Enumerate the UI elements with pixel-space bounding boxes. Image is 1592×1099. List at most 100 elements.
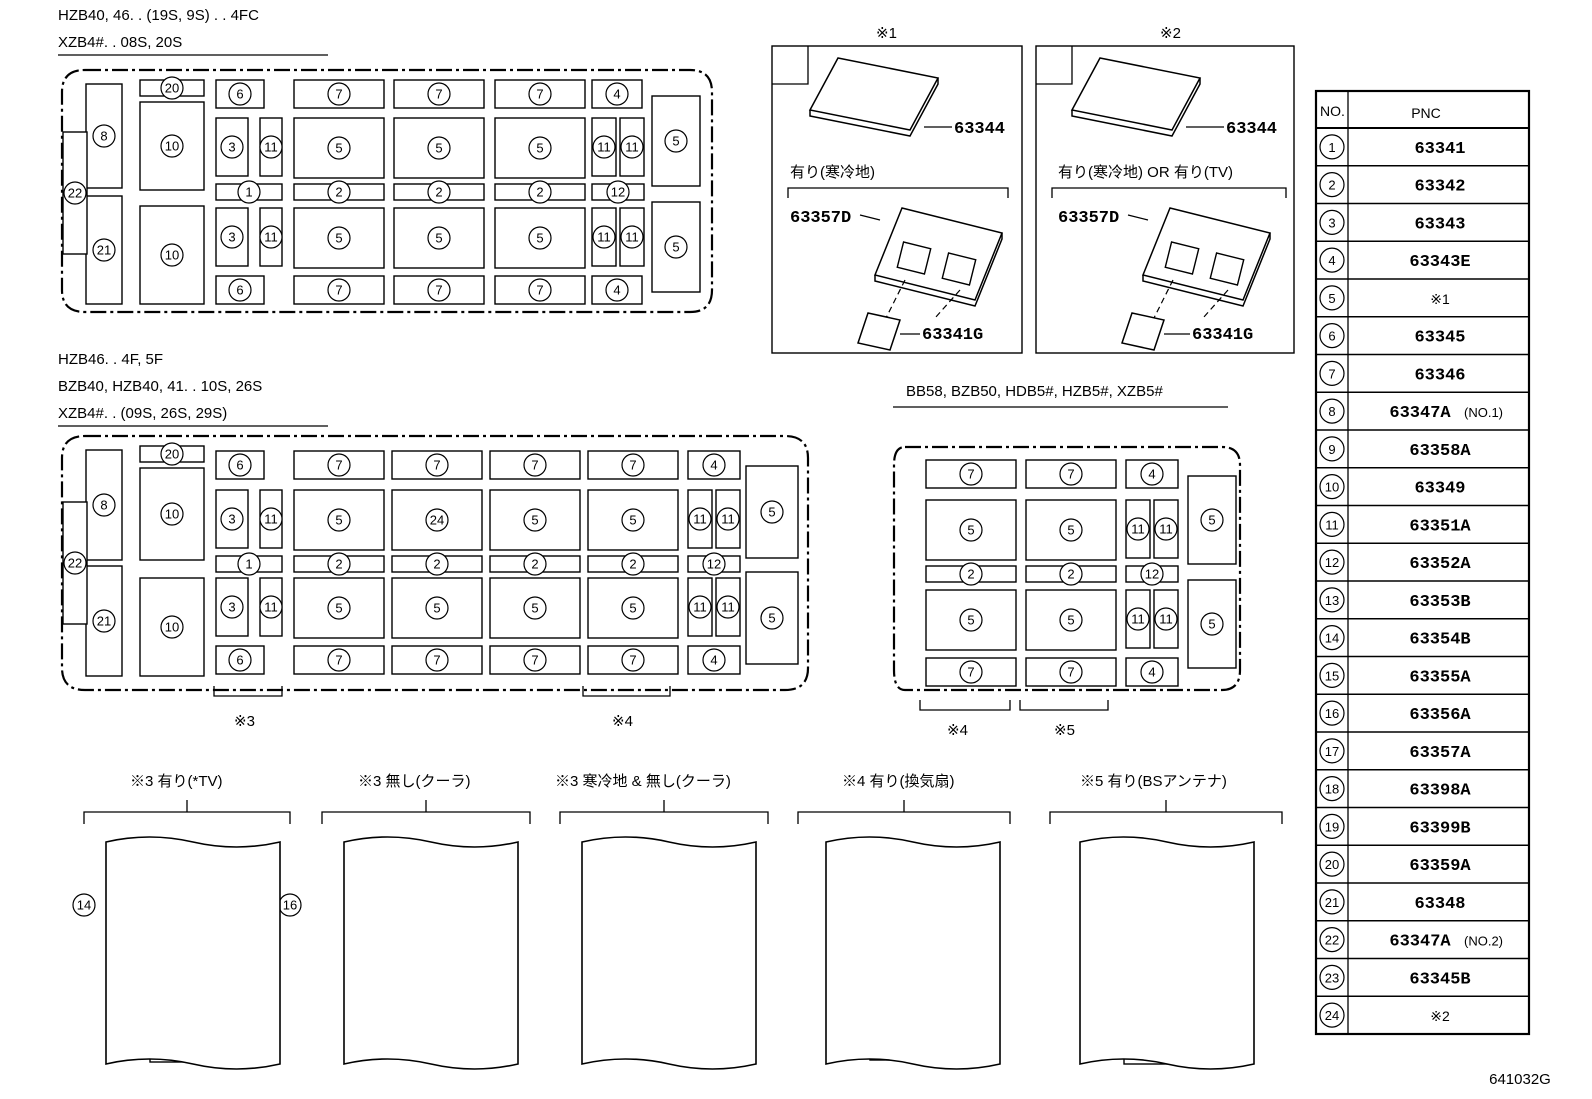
pnc-row-suffix: (NO.1)	[1464, 405, 1503, 420]
svg-text:4: 4	[1148, 665, 1155, 680]
svg-text:21: 21	[97, 614, 111, 629]
svg-text:3: 3	[228, 230, 235, 245]
svg-text:5: 5	[536, 231, 543, 246]
callout-7: 7	[621, 453, 645, 477]
callout-11: 11	[620, 135, 644, 159]
svg-text:7: 7	[335, 458, 342, 473]
callout-4: 4	[702, 648, 726, 672]
pnc-row-no-circle	[1319, 776, 1345, 802]
pnc-row-no-circle	[1319, 134, 1345, 160]
pnc-row-value: 63348	[1414, 895, 1465, 914]
svg-text:7: 7	[335, 653, 342, 668]
svg-text:2: 2	[335, 557, 342, 572]
callout-22: 22	[63, 551, 87, 575]
pnc-row: 5※1	[1316, 278, 1529, 311]
callout-2: 2	[1059, 562, 1083, 586]
svg-text:3: 3	[228, 600, 235, 615]
pnc-row-no-circle	[1319, 700, 1345, 726]
pnc-row-value: 63359A	[1409, 857, 1471, 876]
svg-text:5: 5	[967, 523, 974, 538]
panel-box	[85, 565, 123, 677]
variant-strip-2	[343, 836, 519, 1070]
pnc-row-no-circle	[1319, 436, 1345, 462]
callout-5: 5	[427, 136, 451, 160]
svg-text:7: 7	[536, 283, 543, 298]
callout-4: 4	[1140, 462, 1164, 486]
diagram-code: 641032G	[1489, 1071, 1551, 1088]
callout-11: 11	[259, 595, 283, 619]
svg-text:4: 4	[1148, 467, 1155, 482]
pnc-row-no: 10	[1325, 480, 1339, 495]
callout-10: 10	[160, 134, 184, 158]
callout-7: 7	[1059, 462, 1083, 486]
svg-text:2: 2	[1067, 567, 1074, 582]
svg-text:5: 5	[335, 141, 342, 156]
pnc-row-no-circle	[1319, 172, 1345, 198]
ref3-bracket: ※3	[213, 686, 283, 730]
variant-bracket-3	[559, 800, 769, 824]
pnc-row-no: 14	[1325, 631, 1339, 646]
svg-text:20: 20	[165, 81, 179, 96]
svg-text:6: 6	[236, 283, 243, 298]
callout-7: 7	[327, 453, 351, 477]
svg-text:5: 5	[629, 513, 636, 528]
svg-text:11: 11	[693, 600, 707, 615]
svg-text:11: 11	[693, 512, 707, 527]
layout1-caption-line1: HZB40, 46. . (19S, 9S) . . 4FC	[58, 7, 259, 24]
callout-21: 21	[92, 238, 116, 262]
callout-7: 7	[523, 453, 547, 477]
inset1-ref-label: ※1	[876, 25, 897, 42]
svg-text:4: 4	[710, 458, 717, 473]
callout-21: 21	[92, 609, 116, 633]
callout-7: 7	[959, 660, 983, 684]
svg-text:※4: ※4	[612, 713, 633, 730]
svg-text:7: 7	[1067, 467, 1074, 482]
callout-11: 11	[716, 595, 740, 619]
callout-7: 7	[327, 648, 351, 672]
svg-text:11: 11	[264, 600, 278, 615]
callout-8: 8	[92, 493, 116, 517]
svg-text:7: 7	[335, 87, 342, 102]
svg-text:7: 7	[629, 458, 636, 473]
svg-text:14: 14	[77, 898, 91, 913]
callout-5: 5	[528, 226, 552, 250]
svg-text:7: 7	[335, 283, 342, 298]
pnc-row-no: 7	[1328, 366, 1335, 381]
svg-text:5: 5	[1067, 613, 1074, 628]
callout-5: 5	[760, 500, 784, 524]
callout-8: 8	[92, 124, 116, 148]
svg-text:2: 2	[536, 185, 543, 200]
pnc-row-value: 63347A	[1389, 933, 1451, 952]
callout-2: 2	[327, 552, 351, 576]
callout-5: 5	[327, 136, 351, 160]
callout-3: 3	[220, 135, 244, 159]
pnc-row-value: 63343	[1414, 215, 1465, 234]
svg-text:11: 11	[1131, 612, 1145, 627]
pnc-row-no-circle	[1319, 474, 1345, 500]
pnc-table-header-no: NO.	[1320, 103, 1345, 119]
variant-strip-5	[1079, 836, 1255, 1070]
pnc-row-no: 15	[1325, 668, 1339, 683]
callout-5: 5	[621, 508, 645, 532]
callout-5: 5	[1200, 612, 1224, 636]
pnc-row-no: 3	[1328, 215, 1335, 230]
pnc-row-no: 23	[1325, 970, 1339, 985]
pnc-row-no-circle	[1319, 813, 1345, 839]
callout-12: 12	[1140, 562, 1164, 586]
callout-12: 12	[702, 552, 726, 576]
svg-text:5: 5	[536, 141, 543, 156]
callout-11: 11	[259, 135, 283, 159]
layout1-roof-outline	[60, 68, 714, 314]
callout-16: 16	[278, 893, 302, 917]
variant-strip-4	[825, 836, 1001, 1070]
pnc-row-value: 63398A	[1409, 782, 1471, 801]
svg-text:※4: ※4	[947, 722, 968, 739]
svg-text:12: 12	[611, 185, 625, 200]
svg-text:7: 7	[967, 665, 974, 680]
svg-text:10: 10	[165, 139, 179, 154]
svg-text:4: 4	[710, 653, 717, 668]
callout-5: 5	[1059, 608, 1083, 632]
